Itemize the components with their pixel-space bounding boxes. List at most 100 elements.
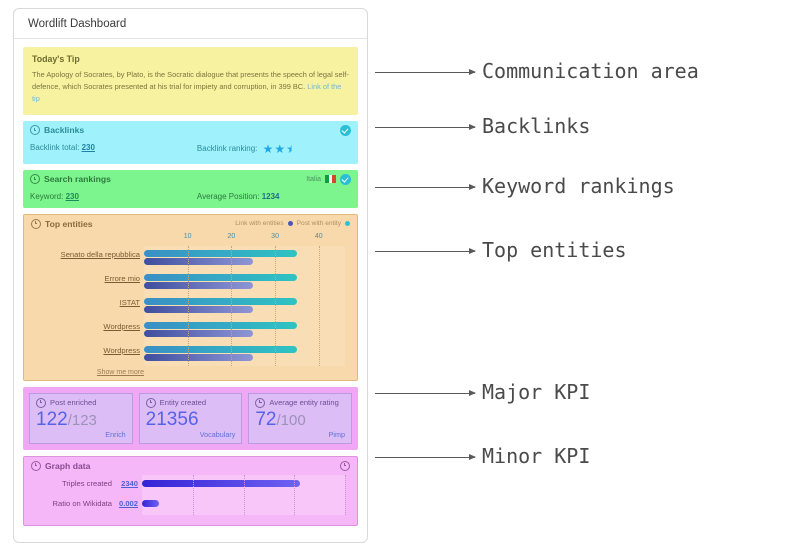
legend-label-post: Post with entity bbox=[296, 220, 341, 228]
dashboard-body: Today's Tip The Apology of Socrates, by … bbox=[14, 39, 367, 535]
info-clock-icon bbox=[30, 125, 40, 136]
entity-row: Senato della repubblica bbox=[61, 246, 345, 270]
kpi-header: Post enriched bbox=[36, 397, 126, 408]
avg-position-value: 1234 bbox=[261, 191, 280, 201]
legend-item-link: Link with entities bbox=[235, 220, 283, 227]
backlink-total: Backlink total: 230 bbox=[30, 143, 197, 155]
annotation-arrow bbox=[375, 248, 476, 254]
chart-gridline bbox=[318, 245, 321, 366]
entity-label[interactable]: Wordpress bbox=[103, 321, 140, 331]
graph-data-value[interactable]: 2340 bbox=[121, 478, 138, 488]
kpi-title: Average entity rating bbox=[269, 398, 339, 408]
kpi-value: 122/123 bbox=[36, 409, 126, 430]
x-tick-label: 20 bbox=[227, 232, 236, 240]
tip-body: The Apology of Socrates, by Plato, is th… bbox=[32, 69, 349, 106]
backlink-ranking-label: Backlink ranking: bbox=[196, 143, 258, 153]
entity-label[interactable]: ISTAT bbox=[119, 297, 140, 307]
backlink-total-value[interactable]: 230 bbox=[81, 142, 95, 152]
backlink-ranking: Backlink ranking: ★ ★ ★ bbox=[197, 143, 297, 155]
annotation-arrow bbox=[375, 124, 476, 130]
info-clock-icon bbox=[255, 397, 266, 408]
graph-data-value[interactable]: 0.002 bbox=[118, 498, 138, 508]
graph-data-header: Graph data bbox=[24, 457, 357, 475]
top-entities-header-left: Top entities bbox=[31, 218, 93, 229]
annotation-label: Top entities bbox=[482, 238, 627, 262]
bar-post-with-entity bbox=[144, 321, 297, 329]
kpi-value: 21356 bbox=[145, 408, 236, 430]
annotation-arrow bbox=[375, 390, 476, 396]
search-rankings-header-right: Italia bbox=[306, 173, 351, 185]
entity-label[interactable]: Wordpress bbox=[103, 345, 140, 355]
avg-position-label: Average Position: bbox=[196, 191, 260, 201]
kpi-value-number: 21356 bbox=[145, 408, 199, 430]
chart-gridline bbox=[294, 474, 296, 515]
backlinks-header-left: Backlinks bbox=[30, 125, 84, 136]
entity-label[interactable]: Errore mio bbox=[104, 273, 140, 283]
search-rankings-title: Search rankings bbox=[44, 174, 111, 185]
kpi-value-total: /100 bbox=[276, 411, 306, 429]
info-clock-icon bbox=[31, 460, 41, 471]
annotation-arrow bbox=[375, 184, 476, 190]
chart-gridline bbox=[345, 474, 347, 515]
graph-data-label: Triples created bbox=[62, 478, 112, 488]
annotation-label: Major KPI bbox=[482, 380, 591, 404]
star-icon: ★ bbox=[274, 141, 286, 156]
show-me-more-link[interactable]: Show me more bbox=[96, 368, 144, 376]
bar-post-with-entity bbox=[144, 273, 297, 281]
check-badge-icon[interactable] bbox=[340, 173, 351, 185]
entity-row: Errore mio bbox=[105, 270, 345, 294]
top-entities-title: Top entities bbox=[45, 218, 93, 229]
x-tick-label: 40 bbox=[314, 232, 323, 240]
kpi-footer-link[interactable]: Vocabulary bbox=[199, 429, 236, 439]
chart-gridline bbox=[231, 245, 233, 366]
kpi-header: Entity created bbox=[145, 397, 236, 408]
kpi-title: Post enriched bbox=[50, 398, 97, 408]
tip-link[interactable]: Link of the tip bbox=[32, 82, 342, 104]
keyword-value[interactable]: 230 bbox=[65, 191, 79, 201]
graph-data-bar bbox=[142, 479, 301, 487]
star-icon: ★ bbox=[262, 141, 274, 156]
bar-link-with-entities bbox=[144, 305, 254, 313]
backlinks-metrics: Backlink total: 230 Backlink ranking: ★ … bbox=[23, 140, 358, 162]
backlinks-header-right bbox=[340, 124, 351, 136]
chart-gridline bbox=[243, 474, 246, 515]
bar-post-with-entity bbox=[144, 345, 297, 353]
tip-text: The Apology of Socrates, by Plato, is th… bbox=[32, 70, 349, 92]
graph-data-row: Ratio on Wikidata 0.002 bbox=[52, 495, 345, 515]
kpi-value-number: 72 bbox=[255, 408, 277, 430]
check-badge-icon[interactable] bbox=[340, 124, 351, 136]
info-clock-icon bbox=[31, 218, 41, 229]
x-tick-label: 30 bbox=[271, 232, 279, 240]
kpi-footer-link[interactable]: Enrich bbox=[105, 429, 126, 439]
kpi-header: Average entity rating bbox=[255, 397, 345, 408]
entity-row: Wordpress bbox=[103, 318, 345, 342]
keyword-metric: Keyword: 230 bbox=[30, 192, 197, 201]
graph-data-row: Triples created 2340 bbox=[62, 475, 345, 495]
legend-item-post: Post with entity bbox=[297, 220, 341, 227]
annotation-arrow bbox=[375, 454, 476, 460]
backlinks-card: Backlinks Backlink total: 230 Backlink r… bbox=[23, 120, 358, 164]
entity-label[interactable]: Senato della repubblica bbox=[60, 249, 140, 259]
chart-gridline bbox=[275, 245, 277, 366]
kpi-value: 72/100 bbox=[255, 408, 345, 430]
help-icon[interactable] bbox=[340, 460, 350, 471]
entity-row: ISTAT bbox=[120, 294, 345, 318]
search-rankings-header-left: Search rankings bbox=[30, 174, 111, 185]
graph-data-label: Ratio on Wikidata bbox=[52, 498, 112, 508]
chart-gridline bbox=[192, 474, 195, 515]
tip-title: Today's Tip bbox=[32, 54, 80, 64]
backlinks-header: Backlinks bbox=[23, 121, 358, 140]
legend-label-link: Link with entities bbox=[235, 220, 284, 228]
window-title: Wordlift Dashboard bbox=[28, 17, 127, 30]
locale-label: Italia bbox=[306, 175, 321, 183]
kpi-footer-link[interactable]: Pimp bbox=[328, 429, 346, 439]
chart-legend: Link with entities Post with entity bbox=[235, 220, 350, 227]
kpi-value-total: /123 bbox=[67, 411, 97, 429]
backlink-ranking-stars: ★ ★ ★ bbox=[263, 143, 297, 155]
info-clock-icon bbox=[30, 174, 40, 185]
